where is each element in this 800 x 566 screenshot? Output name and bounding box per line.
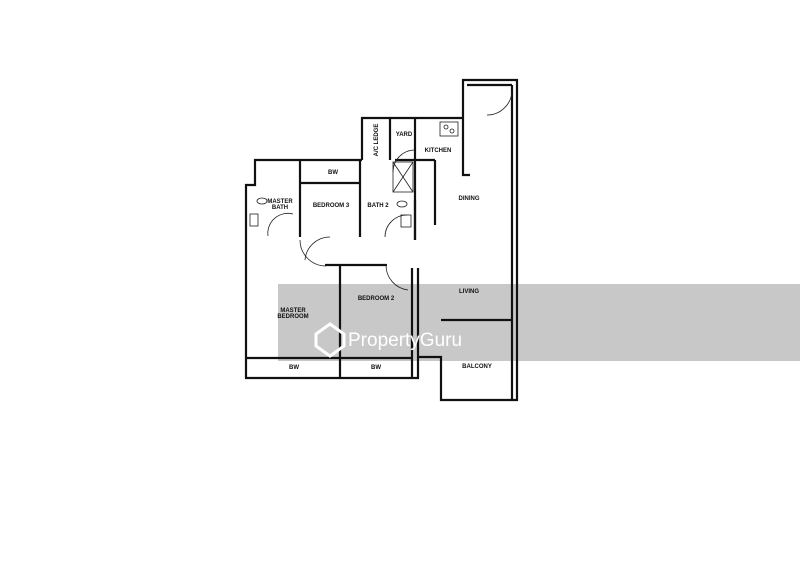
label-dining: DINING bbox=[459, 196, 480, 202]
label-living: LIVING bbox=[459, 289, 479, 295]
watermark-text: PropertyGuru bbox=[348, 330, 462, 351]
walls bbox=[244, 78, 519, 402]
watermark-band bbox=[278, 284, 800, 361]
label-master-bedroom-2: BEDROOM bbox=[277, 314, 308, 320]
label-bw-bedroom2: BW bbox=[371, 365, 381, 371]
fixtures bbox=[249, 121, 459, 228]
label-yard: YARD bbox=[396, 132, 413, 138]
label-bath2: BATH 2 bbox=[367, 203, 389, 209]
room-labels: A/C LEDGE YARD KITCHEN DINING MASTER BAT… bbox=[267, 124, 492, 371]
label-master-bedroom: MASTER bbox=[280, 308, 306, 314]
sink-icon bbox=[400, 214, 412, 228]
propertyguru-logo-icon bbox=[314, 322, 346, 358]
label-bw-master: BW bbox=[289, 365, 299, 371]
label-bedroom3: BEDROOM 3 bbox=[313, 203, 350, 209]
toilet-icon bbox=[396, 200, 408, 208]
label-balcony: BALCONY bbox=[462, 364, 492, 370]
shower-icon bbox=[392, 161, 414, 193]
label-master-bath: MASTER bbox=[267, 199, 293, 205]
sink-icon bbox=[249, 213, 259, 227]
stove-icon bbox=[439, 121, 459, 137]
label-bedroom2: BEDROOM 2 bbox=[358, 296, 395, 302]
label-kitchen: KITCHEN bbox=[425, 148, 452, 154]
watermark: PropertyGuru bbox=[314, 322, 462, 358]
toilet-icon bbox=[256, 197, 268, 205]
label-master-bath-2: BATH bbox=[272, 205, 288, 211]
label-bw-top: BW bbox=[328, 170, 338, 176]
label-ac-ledge: A/C LEDGE bbox=[374, 124, 380, 157]
